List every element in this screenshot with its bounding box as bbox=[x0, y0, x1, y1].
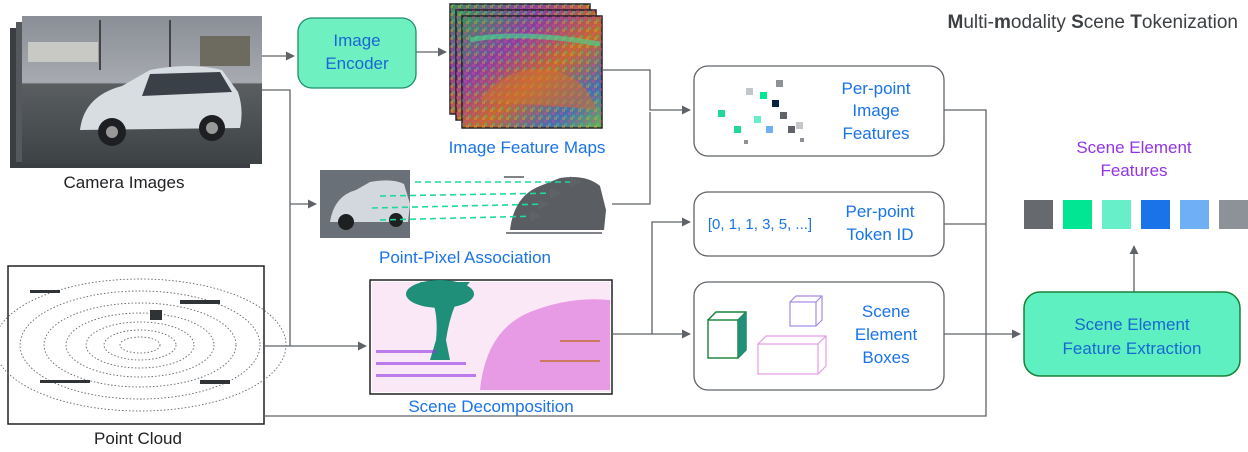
feature-swatch bbox=[1102, 200, 1131, 229]
feature-extraction-line2: Feature Extraction bbox=[1063, 339, 1202, 358]
image-feature-maps-label: Image Feature Maps bbox=[449, 138, 606, 157]
title-segment: T bbox=[1130, 12, 1142, 33]
feature-extraction-line1: Scene Element bbox=[1074, 315, 1190, 334]
diagram-title: Multi-modality Scene Tokenization bbox=[948, 12, 1238, 33]
token-id-example: [0, 1, 1, 3, 5, ...] bbox=[708, 216, 812, 233]
feature-swatch bbox=[1180, 200, 1209, 229]
camera-images-label: Camera Images bbox=[64, 173, 185, 192]
scene-element-boxes-line1: Scene bbox=[862, 302, 910, 321]
scene-decomposition-label: Scene Decomposition bbox=[408, 397, 573, 416]
scene-decomposition-thumbnail bbox=[369, 279, 613, 395]
feature-swatch bbox=[1141, 200, 1170, 229]
edge-perpoint-to-extraction bbox=[944, 109, 1021, 339]
title-segment: m bbox=[994, 12, 1011, 33]
scene-element-boxes-line3: Boxes bbox=[862, 348, 909, 367]
edge-pointcloud-to-extraction bbox=[264, 334, 987, 417]
edge-decomp-to-tokenid bbox=[612, 217, 691, 335]
scene-element-boxes-line2: Element bbox=[855, 325, 918, 344]
edge-featuremaps-to-perpoint bbox=[602, 69, 691, 115]
per-point-image-features-line2: Image bbox=[852, 101, 899, 120]
feature-swatch bbox=[1219, 200, 1248, 229]
title-segment: S bbox=[1071, 12, 1084, 33]
title-segment: odality bbox=[1011, 12, 1071, 33]
title-segment: okenization bbox=[1142, 12, 1238, 33]
edge-pointpixel-to-perpoint bbox=[612, 112, 651, 205]
image-encoder-line1: Image bbox=[333, 31, 380, 50]
title-segment: cene bbox=[1084, 12, 1130, 33]
per-point-image-features-line3: Features bbox=[842, 124, 909, 143]
feature-point-scatter bbox=[718, 80, 804, 144]
feature-swatch bbox=[1063, 200, 1092, 229]
box-icons bbox=[707, 295, 827, 375]
feature-swatches bbox=[1024, 200, 1248, 229]
per-point-token-id-line1: Per-point bbox=[846, 202, 915, 221]
title-segment: ulti- bbox=[963, 12, 994, 33]
point-pixel-association-thumbnail bbox=[320, 170, 608, 238]
image-feature-maps-thumbnail bbox=[449, 3, 603, 129]
per-point-image-features-node bbox=[693, 65, 945, 157]
point-pixel-association-label: Point-Pixel Association bbox=[379, 248, 551, 267]
image-encoder-line2: Encoder bbox=[325, 54, 389, 73]
per-point-token-id-line2: Token ID bbox=[846, 225, 913, 244]
point-cloud-thumbnail bbox=[0, 265, 287, 425]
scene-element-features-line2: Features bbox=[1100, 161, 1167, 180]
feature-swatch bbox=[1024, 200, 1053, 229]
image-encoder-node bbox=[297, 17, 417, 89]
title-segment: M bbox=[948, 12, 964, 33]
edges bbox=[262, 47, 1139, 417]
point-cloud-label: Point Cloud bbox=[94, 429, 182, 448]
feature-extraction-node bbox=[1023, 291, 1241, 377]
scene-element-features-line1: Scene Element bbox=[1076, 138, 1192, 157]
per-point-image-features-line1: Per-point bbox=[842, 79, 911, 98]
edge-input-trunk bbox=[262, 89, 291, 346]
camera-images-thumbnail bbox=[10, 16, 262, 168]
